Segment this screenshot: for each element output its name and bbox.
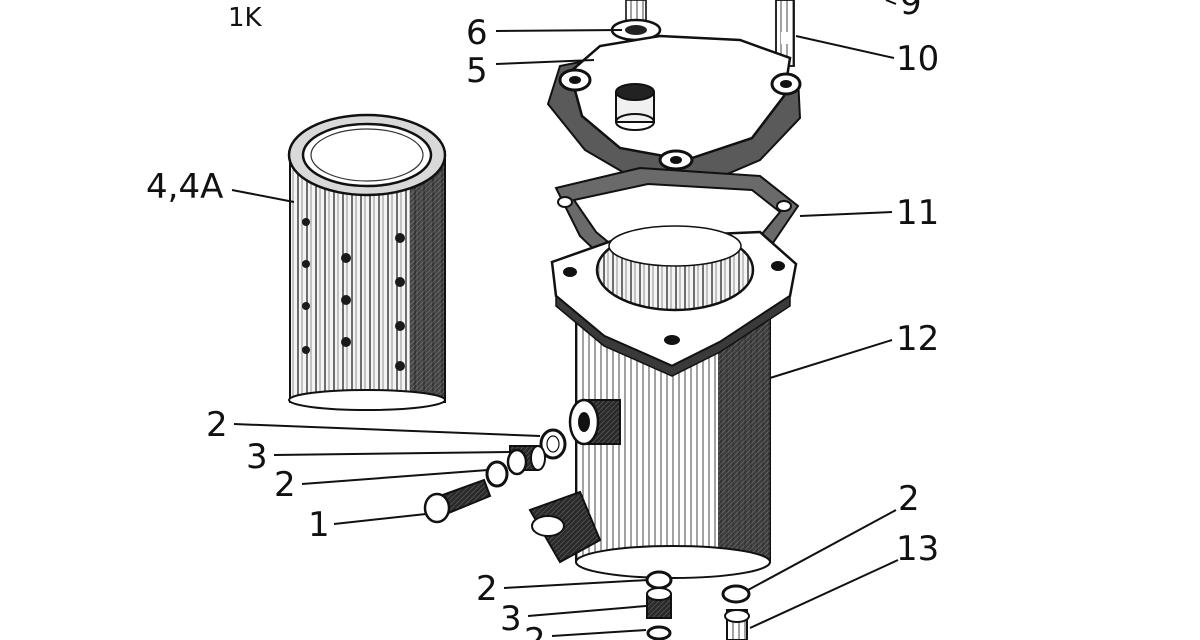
callout-2-bottom: 2 — [476, 569, 498, 609]
drain-plug — [724, 609, 750, 640]
callout-5: 5 — [466, 51, 488, 91]
leader-2a — [233, 423, 541, 437]
callout-3-bottom: 3 — [500, 599, 522, 639]
inlet-boss — [568, 398, 621, 446]
side-sleeve — [506, 445, 546, 476]
bottom-sleeve-left — [646, 587, 672, 619]
outlet-bracket — [528, 490, 602, 564]
filter-element — [287, 113, 447, 411]
callout-2-side: 2 — [274, 465, 296, 505]
filter-housing — [528, 225, 798, 579]
leader-1 — [333, 513, 427, 525]
bottom-washer-right — [721, 584, 751, 604]
leader-2b — [301, 469, 489, 485]
callout-2-lowest: 2 — [524, 621, 546, 640]
leader-5 — [495, 59, 595, 65]
callout-2-right: 2 — [898, 479, 920, 519]
banjo-bolt — [423, 478, 492, 524]
callout-13: 13 — [896, 529, 939, 569]
callout-11: 11 — [896, 193, 939, 233]
sheet-tag: 1K — [228, 3, 263, 33]
leader-6 — [495, 29, 623, 32]
leader-10 — [795, 35, 895, 59]
bottom-washer-left — [645, 570, 673, 590]
callout-2-upper: 2 — [206, 405, 228, 445]
leader-12 — [769, 339, 893, 379]
filter-cover — [546, 34, 802, 192]
callout-12: 12 — [896, 319, 939, 359]
leader-2d — [503, 579, 649, 589]
top-screw-6 — [610, 0, 662, 42]
callout-1: 1 — [308, 505, 330, 545]
callout-4-4a: 4,4A — [146, 167, 223, 207]
callout-9: 9 — [900, 0, 922, 23]
callout-6: 6 — [466, 13, 488, 53]
leader-13 — [749, 559, 899, 629]
bottom-washer-left-lower — [646, 625, 672, 640]
leader-3a — [273, 451, 513, 456]
leader-2c — [747, 509, 897, 591]
side-seal-ring-inner — [485, 460, 509, 488]
callout-3-side: 3 — [246, 437, 268, 477]
side-seal-ring-outer — [539, 428, 567, 460]
leader-11 — [799, 211, 893, 217]
leader-4 — [231, 189, 295, 203]
leader-2e — [551, 629, 647, 637]
leader-3b — [527, 605, 647, 617]
leader-9 — [885, 0, 897, 5]
callout-10: 10 — [896, 39, 939, 79]
